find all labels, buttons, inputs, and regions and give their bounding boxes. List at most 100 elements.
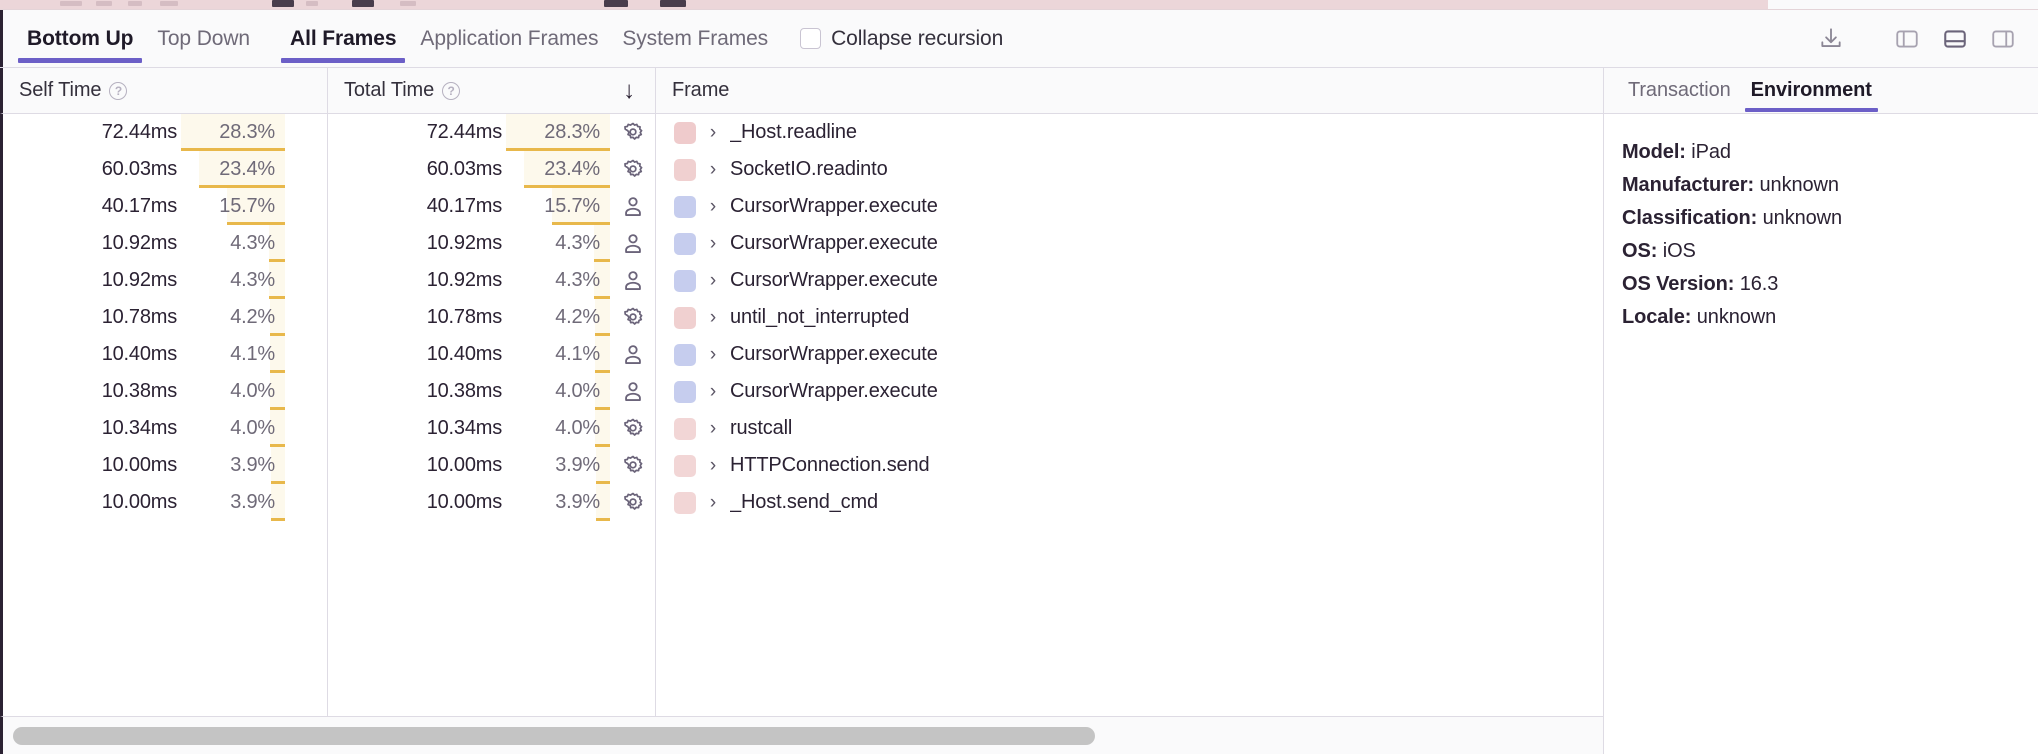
self-percent-value: 4.3%: [230, 269, 275, 291]
tab-top-down[interactable]: Top Down: [145, 10, 262, 67]
self-percent-cell: 4.3%: [181, 225, 285, 262]
self-percent-cell: 23.4%: [181, 151, 285, 188]
expand-chevron-icon[interactable]: ›: [709, 455, 717, 476]
expand-chevron-icon[interactable]: ›: [709, 381, 717, 402]
self-percent-value: 4.0%: [230, 417, 275, 439]
total-percent-cell: 3.9%: [506, 484, 610, 521]
percent-bar-background: [269, 262, 285, 299]
checkbox-box[interactable]: [800, 28, 822, 49]
tab-top-down-label: Top Down: [157, 26, 251, 50]
environment-key: Model:: [1622, 141, 1686, 163]
column-header-total-time[interactable]: Total Time ? ↓: [328, 68, 656, 113]
percent-bar-fill: [595, 481, 610, 484]
total-time-value: 10.92ms: [426, 269, 503, 291]
percent-bar-background: [524, 151, 610, 188]
panel-bottom-icon[interactable]: [1938, 22, 1972, 56]
expand-chevron-icon[interactable]: ›: [709, 233, 717, 254]
column-header-self-time[interactable]: Self Time ?: [3, 68, 328, 113]
flamegraph-sliver[interactable]: [0, 0, 2038, 10]
panel-left-icon[interactable]: [1890, 22, 1924, 56]
cell-frame: ›CursorWrapper.execute: [656, 225, 1603, 262]
self-time-value: 10.00ms: [101, 454, 178, 476]
person-icon[interactable]: [610, 231, 655, 257]
percent-bar-background: [269, 225, 285, 262]
self-time-value: 10.92ms: [101, 232, 178, 254]
collapse-recursion-checkbox[interactable]: Collapse recursion: [800, 27, 1003, 51]
column-header-frame[interactable]: Frame: [656, 68, 1603, 113]
self-percent-cell: 15.7%: [181, 188, 285, 225]
expand-chevron-icon[interactable]: ›: [709, 122, 717, 143]
total-percent-cell: 28.3%: [506, 114, 610, 151]
gear-icon[interactable]: [610, 305, 655, 331]
environment-key: Classification:: [1622, 207, 1758, 229]
person-icon[interactable]: [610, 342, 655, 368]
expand-chevron-icon[interactable]: ›: [709, 270, 717, 291]
tab-system-frames[interactable]: System Frames: [610, 10, 780, 67]
scrollbar-thumb[interactable]: [13, 726, 1096, 745]
cell-frame: › until_not_interrupted: [656, 299, 1603, 336]
toolbar-icon-group: [1814, 22, 2038, 56]
tab-transaction[interactable]: Transaction: [1622, 68, 1737, 114]
person-icon[interactable]: [610, 194, 655, 220]
person-icon[interactable]: [610, 268, 655, 294]
tab-environment[interactable]: Environment: [1744, 68, 1878, 114]
total-percent-cell: 4.0%: [506, 373, 610, 410]
horizontal-scrollbar[interactable]: [0, 716, 1603, 754]
expand-chevron-icon[interactable]: ›: [709, 492, 717, 513]
frame-name: CursorWrapper.execute: [730, 343, 938, 365]
total-percent-cell: 4.1%: [506, 336, 610, 373]
percent-bar-fill: [594, 333, 610, 336]
frame-color-swatch: [674, 380, 696, 403]
expand-chevron-icon[interactable]: ›: [709, 344, 717, 365]
tab-bottom-up[interactable]: Bottom Up: [15, 10, 145, 67]
self-percent-cell: 28.3%: [181, 114, 285, 151]
percent-bar-fill: [270, 518, 285, 521]
total-percent-cell: 3.9%: [506, 447, 610, 484]
frame-name: CursorWrapper.execute: [730, 380, 938, 402]
expand-chevron-icon[interactable]: ›: [709, 159, 717, 180]
panel-right-icon[interactable]: [1986, 22, 2020, 56]
total-time-value: 72.44ms: [426, 121, 503, 143]
total-percent-value: 4.2%: [555, 306, 600, 328]
help-icon[interactable]: ?: [109, 81, 128, 100]
person-icon[interactable]: [610, 379, 655, 405]
cell-frame: ›SocketIO.readinto: [656, 151, 1603, 188]
expand-chevron-icon[interactable]: ›: [709, 196, 717, 217]
gear-icon[interactable]: [610, 120, 655, 146]
sort-descending-icon[interactable]: ↓: [623, 76, 635, 104]
frames-table-pane: Self Time ? Total Time ? ↓ Frame 72.44ms…: [0, 68, 1604, 754]
scrollbar-track[interactable]: [13, 726, 1593, 745]
tab-all-frames[interactable]: All Frames: [278, 10, 408, 67]
self-percent-value: 28.3%: [219, 121, 275, 143]
self-percent-value: 4.0%: [230, 380, 275, 402]
gear-icon[interactable]: [610, 453, 655, 479]
environment-row: OS: iOS: [1622, 235, 2038, 268]
cell-frame: ›CursorWrapper.execute: [656, 188, 1603, 225]
gear-icon[interactable]: [610, 490, 655, 516]
frame-name: until_not_interrupted: [730, 306, 910, 328]
download-icon[interactable]: [1814, 22, 1848, 56]
expand-chevron-icon[interactable]: ›: [709, 307, 717, 328]
tab-application-frames[interactable]: Application Frames: [408, 10, 610, 67]
help-icon[interactable]: ?: [442, 81, 461, 100]
gear-icon[interactable]: [610, 416, 655, 442]
gear-icon[interactable]: [610, 157, 655, 183]
expand-chevron-icon[interactable]: ›: [709, 418, 717, 439]
total-percent-cell: 15.7%: [506, 188, 610, 225]
